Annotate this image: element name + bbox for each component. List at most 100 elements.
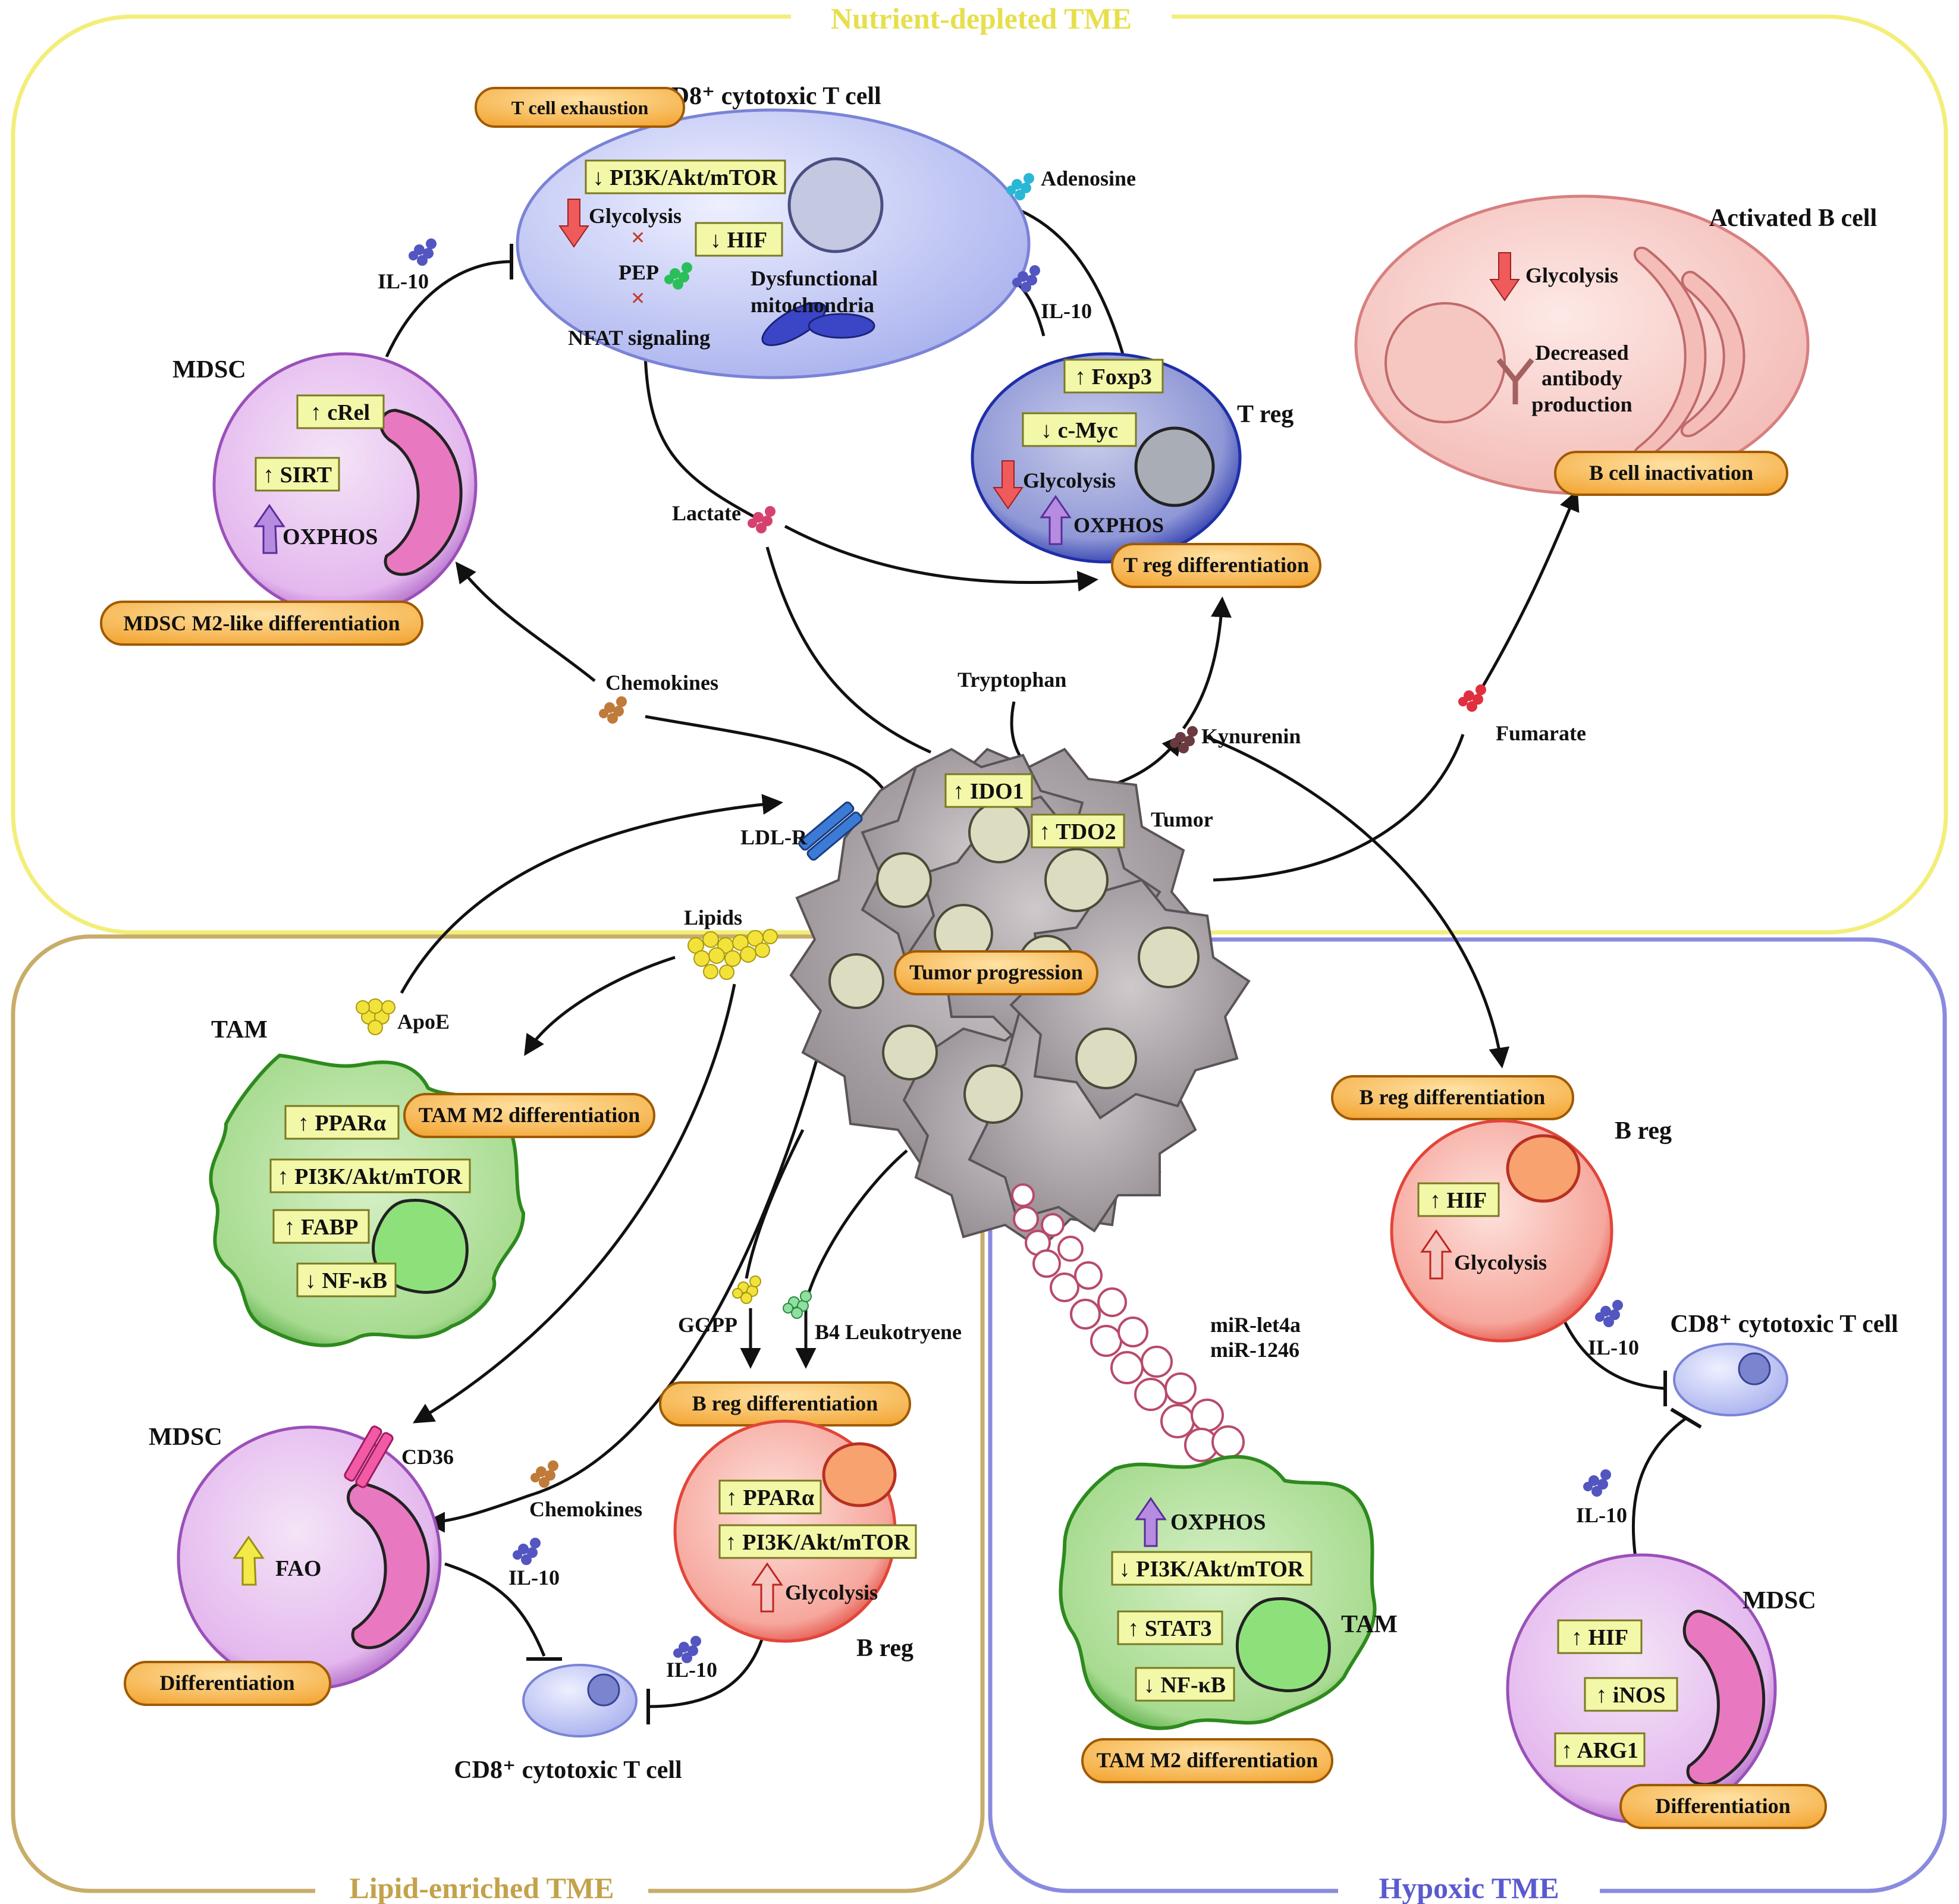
mdsc-left-title: MDSC bbox=[149, 1424, 222, 1451]
svg-text:↑ HIF: ↑ HIF bbox=[1430, 1188, 1487, 1213]
cmyc-marker: ↓ c-Myc bbox=[1022, 412, 1137, 447]
svg-text:↑ IDO1: ↑ IDO1 bbox=[953, 779, 1024, 804]
cd8-top-cell: ↓ PI3K/Akt/mTOR ↓ HIF Glycolysis PEP NFA… bbox=[516, 108, 1031, 379]
hypoxic-region-title: Hypoxic TME bbox=[1379, 1871, 1559, 1904]
nucleus bbox=[1385, 302, 1506, 423]
svg-text:↓ HIF: ↓ HIF bbox=[710, 228, 767, 253]
er-icon bbox=[1680, 271, 1745, 438]
breg-left-cell: ↑ PPARα ↑ PI3K/Akt/mTOR Glycolysis bbox=[673, 1419, 917, 1643]
il10-molecule-icon bbox=[513, 1538, 541, 1565]
treg-cell: ↑ Foxp3 ↓ c-Myc Glycolysis OXPHOS bbox=[971, 352, 1242, 564]
down-arrow-icon bbox=[558, 199, 589, 248]
il10-label: IL-10 bbox=[1041, 299, 1092, 323]
fao-label: FAO bbox=[275, 1556, 321, 1581]
nucleus-icon bbox=[379, 409, 463, 576]
svg-text:↑ cRel: ↑ cRel bbox=[310, 400, 370, 425]
nucleus bbox=[1134, 426, 1215, 507]
breg-right-differentiation-badge: B reg differentiation bbox=[1331, 1075, 1574, 1120]
svg-text:Tumor progression: Tumor progression bbox=[909, 960, 1083, 984]
svg-text:Differentiation: Differentiation bbox=[159, 1671, 294, 1695]
il10-molecule-icon bbox=[1583, 1469, 1611, 1497]
tryptophan-label: Tryptophan bbox=[957, 668, 1066, 692]
lipids-label: Lipids bbox=[684, 906, 742, 929]
mdsc-left-differentiation-badge: Differentiation bbox=[124, 1661, 331, 1706]
mdsc-top-title: MDSC bbox=[172, 356, 246, 384]
cd8-right-title: CD8⁺ cytotoxic T cell bbox=[1670, 1311, 1898, 1338]
ppara-marker: ↑ PPARα bbox=[284, 1105, 400, 1140]
ppara-marker: ↑ PPARα bbox=[718, 1479, 822, 1515]
activated-b-cell: Glycolysis Decreased antibody production bbox=[1354, 194, 1810, 495]
breg-left-title: B reg bbox=[856, 1635, 913, 1662]
ggpp-label: GGPP bbox=[678, 1313, 737, 1337]
up-arrow-icon bbox=[1040, 495, 1072, 545]
inos-marker: ↑ iNOS bbox=[1584, 1677, 1678, 1712]
crel-marker: ↑ cRel bbox=[296, 394, 385, 429]
svg-text:↑ ARG1: ↑ ARG1 bbox=[1561, 1738, 1638, 1763]
nucleus bbox=[1506, 1134, 1581, 1203]
svg-text:↑ FABP: ↑ FABP bbox=[284, 1215, 359, 1240]
cd36-label: CD36 bbox=[401, 1445, 454, 1469]
antibody-label-1: Decreased bbox=[1535, 341, 1628, 365]
block-icon: ✕ bbox=[630, 288, 645, 309]
tam-right-cell: OXPHOS ↓ PI3K/Akt/mTOR ↑ STAT3 ↓ NF-κB bbox=[1059, 1455, 1377, 1730]
nucleus bbox=[1235, 1597, 1331, 1692]
treg-title: T reg bbox=[1237, 401, 1294, 428]
mdsc-m2-differentiation-badge: MDSC M2-like differentiation bbox=[100, 601, 423, 646]
nucleus bbox=[822, 1442, 897, 1507]
lipid-region-title: Lipid-enriched TME bbox=[350, 1871, 614, 1904]
nfkb-marker: ↓ NF-κB bbox=[296, 1262, 397, 1297]
cd8-right-cell bbox=[1673, 1343, 1788, 1416]
glycolysis-label: Glycolysis bbox=[1525, 263, 1618, 287]
sirt-marker: ↑ SIRT bbox=[255, 457, 340, 492]
er-icon bbox=[1632, 246, 1707, 461]
up-arrow-icon bbox=[751, 1562, 783, 1613]
nutrient-region-title: Nutrient-depleted TME bbox=[831, 2, 1132, 35]
cd36-receptor-icon bbox=[344, 1425, 394, 1488]
glycolysis-label: Glycolysis bbox=[1454, 1251, 1547, 1274]
svg-text:↑ STAT3: ↑ STAT3 bbox=[1128, 1616, 1211, 1641]
fabp-marker: ↑ FABP bbox=[272, 1209, 370, 1244]
b-cell-inactivation-badge: B cell inactivation bbox=[1554, 451, 1788, 496]
apoe-molecule-icon bbox=[356, 998, 395, 1035]
breg-right-cell: ↑ HIF Glycolysis bbox=[1390, 1119, 1613, 1343]
svg-text:↓ NF-κB: ↓ NF-κB bbox=[1144, 1673, 1226, 1698]
up-arrow-icon bbox=[253, 504, 285, 554]
mdsc-left-cell: FAO bbox=[177, 1425, 442, 1691]
svg-text:↑ PPARα: ↑ PPARα bbox=[726, 1485, 814, 1510]
mdsc-right-title: MDSC bbox=[1743, 1587, 1816, 1614]
mir-let4a-label: miR-let4a bbox=[1210, 1313, 1301, 1337]
svg-text:B cell inactivation: B cell inactivation bbox=[1589, 461, 1753, 485]
kynurenin-molecule-icon bbox=[1170, 726, 1198, 753]
svg-text:↑ SIRT: ↑ SIRT bbox=[263, 463, 332, 488]
oxphos-label: OXPHOS bbox=[1170, 1510, 1266, 1535]
svg-text:↑ PI3K/Akt/mTOR: ↑ PI3K/Akt/mTOR bbox=[726, 1530, 911, 1555]
pi3k-marker: ↑ PI3K/Akt/mTOR bbox=[718, 1524, 917, 1559]
adenosine-label: Adenosine bbox=[1041, 166, 1136, 190]
il10-label: IL-10 bbox=[1576, 1503, 1627, 1527]
fumarate-label: Fumarate bbox=[1496, 721, 1586, 745]
il10-label: IL-10 bbox=[1588, 1336, 1639, 1359]
mito-label-2: mitochondria bbox=[751, 293, 874, 317]
pi3k-marker: ↑ PI3K/Akt/mTOR bbox=[269, 1158, 471, 1193]
glycolysis-label: Glycolysis bbox=[785, 1581, 878, 1604]
tumor-label: Tumor bbox=[1151, 808, 1213, 831]
glycolysis-label: Glycolysis bbox=[1023, 469, 1116, 492]
pi3k-marker: ↓ PI3K/Akt/mTOR bbox=[585, 159, 786, 194]
pi3k-marker: ↓ PI3K/Akt/mTOR bbox=[1111, 1551, 1313, 1586]
svg-text:T cell exhaustion: T cell exhaustion bbox=[511, 97, 649, 118]
chemokines-molecule-icon bbox=[599, 696, 627, 724]
stat3-marker: ↑ STAT3 bbox=[1117, 1610, 1223, 1645]
hif-marker: ↓ HIF bbox=[695, 222, 783, 257]
mito-label-1: Dysfunctional bbox=[751, 266, 878, 290]
arg1-marker: ↑ ARG1 bbox=[1554, 1732, 1646, 1767]
il10-molecule-icon bbox=[409, 238, 437, 266]
mdsc-top-cell: ↑ cRel ↑ SIRT OXPHOS bbox=[212, 352, 478, 617]
foxp3-marker: ↑ Foxp3 bbox=[1063, 359, 1164, 394]
fumarate-molecule-icon bbox=[1458, 684, 1486, 712]
chemokines-molecule-icon bbox=[530, 1460, 558, 1488]
svg-text:↓ PI3K/Akt/mTOR: ↓ PI3K/Akt/mTOR bbox=[593, 165, 778, 190]
tumor-progression-badge: Tumor progression bbox=[894, 950, 1098, 995]
nfkb-marker: ↓ NF-κB bbox=[1135, 1667, 1235, 1702]
svg-text:↓ NF-κB: ↓ NF-κB bbox=[305, 1268, 387, 1293]
